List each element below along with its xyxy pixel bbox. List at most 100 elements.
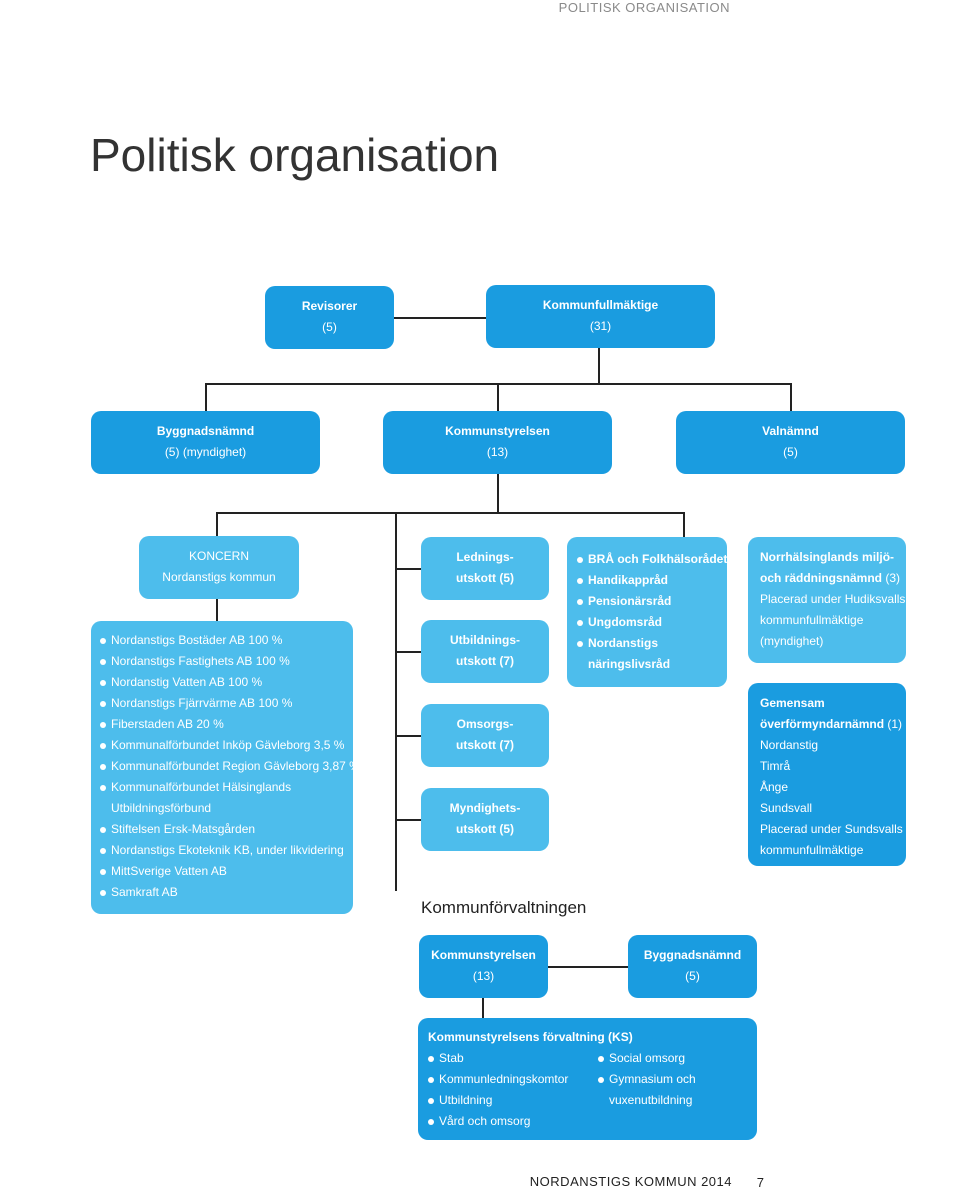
bottom-kommunstyrelsen-count: (13) [472, 969, 495, 983]
list-item: vuxenutbildning [609, 1093, 693, 1107]
overformyndarnamnd-title: överförmyndarnämnd [760, 717, 885, 731]
connector-line [216, 598, 218, 622]
norrhalsinglands-note: Placerad under Hudiksvalls [760, 592, 906, 606]
connector-line [395, 512, 397, 891]
byggnadsnamnd-count: (5) (myndighet) [164, 445, 247, 459]
valnamnd-box: Valnämnd (5) [676, 411, 905, 474]
committee-label: Myndighets- [449, 801, 521, 815]
ks-forvaltning-box: Kommunstyrelsens förvaltning (KS) Stab K… [418, 1018, 757, 1140]
list-item: Kommunledningskomtor [428, 1069, 598, 1090]
bottom-kommunstyrelsen-box: Kommunstyrelsen (13) [419, 935, 548, 998]
list-item: Nordanstigs Fjärrvärme AB 100 % [100, 693, 353, 714]
committee-label: Utbildnings- [450, 633, 520, 647]
list-item: Gymnasium och [598, 1069, 696, 1090]
member-item: Nordanstig [760, 738, 819, 752]
list-item: Stab [428, 1048, 598, 1069]
connector-line [548, 966, 628, 968]
bottom-byggnadsnamnd-count: (5) [685, 969, 700, 983]
committee-label: utskott (7) [456, 738, 514, 752]
list-item: Nordanstig Vatten AB 100 % [100, 672, 353, 693]
connector-line [216, 512, 218, 537]
list-item: Pensionärsråd [577, 591, 727, 612]
koncern-sublabel: Nordanstigs kommun [162, 570, 276, 584]
omsorgsutskott-box: Omsorgs- utskott (7) [421, 704, 549, 767]
committee-label: utskott (5) [456, 571, 514, 585]
norrhalsinglands-title: och räddningsnämnd [760, 571, 883, 585]
connector-line [482, 996, 484, 1019]
revisorer-box: Revisorer (5) [265, 286, 394, 349]
koncern-label: KONCERN [188, 549, 249, 563]
kommunfullmaktige-box: Kommunfullmäktige (31) [486, 285, 715, 348]
overformyndarnamnd-note: Placerad under Sundsvalls [760, 822, 903, 836]
ks-forvaltning-right-list: Social omsorg Gymnasium och vuxenutbildn… [598, 1048, 696, 1132]
byggnadsnamnd-box: Byggnadsnämnd (5) (myndighet) [91, 411, 320, 474]
connector-line [395, 512, 685, 514]
byggnadsnamnd-name: Byggnadsnämnd [156, 424, 255, 438]
list-item: Handikappråd [577, 570, 727, 591]
kommunfullmaktige-name: Kommunfullmäktige [542, 298, 659, 312]
list-item: Kommunalförbundet Inköp Gävleborg 3,5 % [100, 735, 353, 756]
revisorer-count: (5) [322, 320, 337, 334]
list-item: näringslivsråd [588, 657, 671, 671]
overformyndarnamnd-title: Gemensam [760, 696, 825, 710]
list-item: Social omsorg [598, 1048, 696, 1069]
list-item: Nordanstigs Bostäder AB 100 % [100, 630, 353, 651]
bottom-byggnadsnamnd-name: Byggnadsnämnd [643, 948, 742, 962]
bottom-kommunstyrelsen-name: Kommunstyrelsen [431, 948, 536, 962]
list-item: Kommunalförbundet Region Gävleborg 3,87 … [100, 756, 360, 777]
ks-forvaltning-left-list: Stab Kommunledningskomtor Utbildning Vår… [428, 1048, 598, 1132]
page-title: Politisk organisation [90, 129, 500, 181]
connector-line [205, 383, 207, 411]
list-item: Stiftelsen Ersk-Matsgården [100, 819, 353, 840]
list-item: Utbildningsförbund [111, 801, 212, 815]
list-item: Fiberstaden AB 20 % [100, 714, 353, 735]
norrhalsinglands-note: (myndighet) [760, 634, 824, 648]
overformyndarnamnd-note: kommunfullmäktige [760, 843, 864, 857]
connector-line [216, 512, 396, 514]
norrhalsinglands-count: (3) [885, 571, 901, 585]
ledningsutskott-box: Lednings- utskott (5) [421, 537, 549, 600]
list-item: Kommunalförbundet Hälsinglands [100, 777, 353, 798]
list-item: MittSverige Vatten AB [100, 861, 353, 882]
page-number: 7 [756, 1175, 764, 1190]
valnamnd-name: Valnämnd [762, 424, 819, 438]
norrhalsinglands-note: kommunfullmäktige [760, 613, 864, 627]
valnamnd-count: (5) [783, 445, 798, 459]
connector-line [395, 651, 421, 653]
koncern-box: KONCERN Nordanstigs kommun [139, 536, 299, 599]
kommunfullmaktige-count: (31) [589, 319, 612, 333]
list-item: Utbildning [428, 1090, 598, 1111]
footer-text: NORDANSTIGS KOMMUN 2014 [529, 1174, 732, 1189]
list-item: Ungdomsråd [577, 612, 727, 633]
list-item: Nordanstigs Ekoteknik KB, under likvider… [100, 840, 353, 861]
member-item: Ånge [760, 780, 789, 794]
committee-label: utskott (5) [456, 822, 514, 836]
overformyndarnamnd-box: Gemensam överförmyndarnämnd (1) Nordanst… [748, 683, 906, 866]
councils-box: BRÅ och Folkhälsorådet Handikappråd Pens… [567, 537, 727, 687]
list-item: Samkraft AB [100, 882, 353, 903]
companies-box: Nordanstigs Bostäder AB 100 % Nordanstig… [91, 621, 360, 914]
connector-line [683, 512, 685, 542]
running-header: POLITISK ORGANISATION [558, 0, 730, 15]
kommunstyrelsen-count: (13) [486, 445, 509, 459]
member-item: Sundsvall [760, 801, 813, 815]
norrhalsinglands-title: Norrhälsinglands miljö- [760, 550, 895, 564]
ks-forvaltning-title: Kommunstyrelsens förvaltning (KS) [428, 1030, 633, 1044]
kommunstyrelsen-name: Kommunstyrelsen [445, 424, 550, 438]
connector-line [497, 473, 499, 513]
connector-line [598, 347, 600, 384]
list-item: Vård och omsorg [428, 1111, 598, 1132]
connector-line [395, 735, 421, 737]
committee-label: utskott (7) [456, 654, 514, 668]
committee-label: Omsorgs- [456, 717, 514, 731]
revisorer-name: Revisorer [301, 299, 358, 313]
kommunstyrelsen-box: Kommunstyrelsen (13) [383, 411, 612, 474]
bottom-byggnadsnamnd-box: Byggnadsnämnd (5) [628, 935, 757, 998]
norrhalsinglands-box: Norrhälsinglands miljö- och räddningsnäm… [748, 537, 906, 663]
overformyndarnamnd-count: (1) [887, 717, 903, 731]
connector-line [790, 383, 792, 411]
connector-line [395, 819, 421, 821]
councils-list: BRÅ och Folkhälsorådet Handikappråd Pens… [577, 549, 727, 675]
section-heading: Kommunförvaltningen [421, 898, 587, 917]
myndighetsutskott-box: Myndighets- utskott (5) [421, 788, 549, 851]
